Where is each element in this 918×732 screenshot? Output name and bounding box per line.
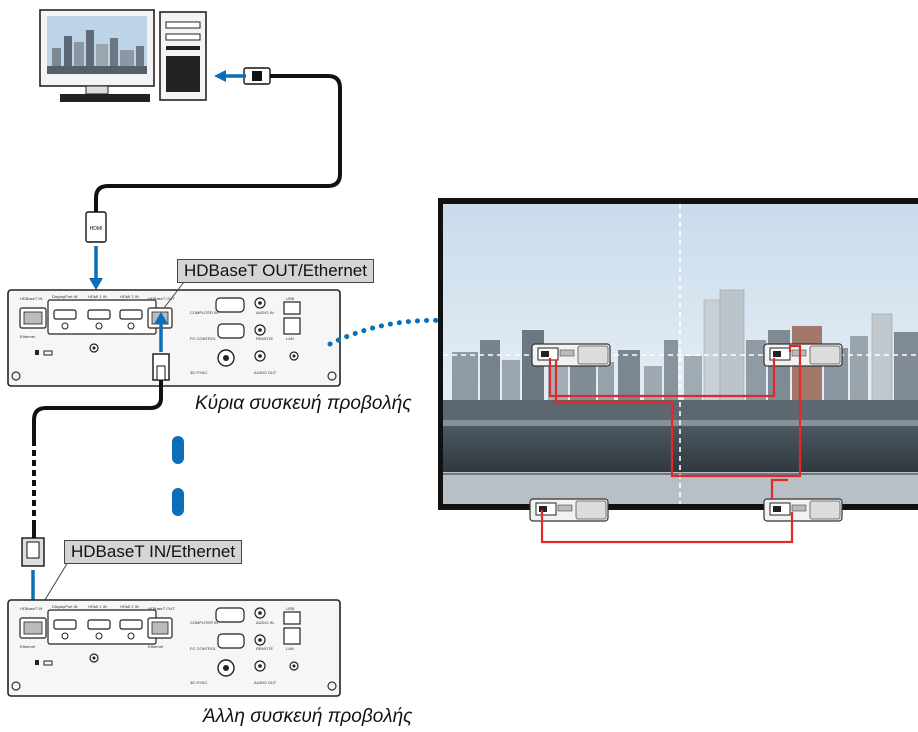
port-label-computer-in: COMPUTER IN xyxy=(190,620,218,625)
port-label-hdbaset-in: HDBaseT IN xyxy=(20,606,42,611)
main-panel-port-labels: HDBaseT IN Ethernet DisplayPort IN HDMI … xyxy=(20,294,295,375)
projection-screen xyxy=(438,198,918,510)
port-label-remote: REMOTE xyxy=(256,646,273,651)
port-label-audio-in: AUDIO IN xyxy=(256,620,274,625)
port-label-ethernet: Ethernet xyxy=(20,644,36,649)
hdbaset-out-callout: HDBaseT OUT/Ethernet xyxy=(177,259,374,283)
port-label-hdmi2-in: HDMI 2 IN xyxy=(120,604,139,609)
callout-leader-out xyxy=(163,281,185,309)
projector-top-left xyxy=(531,343,611,367)
port-label-usb: USB xyxy=(286,606,295,611)
port-label-hdmi1-in: HDMI 1 IN xyxy=(88,294,107,299)
port-label-3d-sync: 3D SYNC xyxy=(190,680,207,685)
continuation-dot-2 xyxy=(172,488,184,516)
port-label-audio-out: AUDIO OUT xyxy=(254,370,277,375)
hdmi-plug-computer xyxy=(243,67,271,85)
continuation-dot-1 xyxy=(172,436,184,464)
port-label-3d-sync: 3D SYNC xyxy=(190,370,207,375)
lan-cable-upper xyxy=(32,380,163,440)
port-label-hdbaset-in: HDBaseT IN xyxy=(20,296,42,301)
port-label-remote: REMOTE xyxy=(256,336,273,341)
port-label-usb: USB xyxy=(286,296,295,301)
port-label-pc-control: PC CONTROL xyxy=(190,336,217,341)
lan-plug-other xyxy=(21,537,45,567)
port-label-hdbaset-out: HDBaseT OUT xyxy=(148,606,175,611)
arrow-to-computer-head xyxy=(214,70,226,82)
other-projector-caption: Άλλη συσκευή προβολής xyxy=(203,706,413,727)
lan-plug-main xyxy=(152,353,170,381)
projector-top-right xyxy=(763,343,843,367)
port-label-computer-in: COMPUTER IN xyxy=(190,310,218,315)
projector-bottom-right xyxy=(763,498,843,522)
port-label-audio-in: AUDIO IN xyxy=(256,310,274,315)
lan-network-dots xyxy=(327,317,533,347)
arrow-to-hdmi-in-head xyxy=(89,278,103,290)
port-label-audio-out: AUDIO OUT xyxy=(254,680,277,685)
port-label-hdmi2-in: HDMI 2 IN xyxy=(120,294,139,299)
port-label-displayport-in: DisplayPort IN xyxy=(52,604,78,609)
port-label-hdbaset-out: HDBaseT OUT xyxy=(148,296,175,301)
hdmi-plug-label: HDMI xyxy=(90,226,103,232)
port-label-displayport-in: DisplayPort IN xyxy=(52,294,78,299)
hdmi-cable xyxy=(94,74,342,214)
daisy-chain-links xyxy=(540,344,802,544)
port-label-ethernet: Ethernet xyxy=(20,334,36,339)
port-label-ethernet-out: Ethernet xyxy=(148,644,164,649)
port-label-hdmi1-in: HDMI 1 IN xyxy=(88,604,107,609)
port-label-pc-control: PC CONTROL xyxy=(190,646,217,651)
computer-tower xyxy=(159,11,207,101)
main-projector-caption: Κύρια συσκευή προβολής xyxy=(195,393,412,414)
port-label-lan: LAN xyxy=(286,646,294,651)
computer-monitor xyxy=(39,9,155,102)
hdmi-plug-projector: HDMI xyxy=(85,211,107,243)
arrow-to-hdbaset-out-head xyxy=(154,312,168,324)
hdbaset-in-callout: HDBaseT IN/Ethernet xyxy=(64,540,243,564)
port-label-lan: LAN xyxy=(286,336,294,341)
other-panel-port-labels: HDBaseT IN Ethernet DisplayPort IN HDMI … xyxy=(20,604,295,685)
